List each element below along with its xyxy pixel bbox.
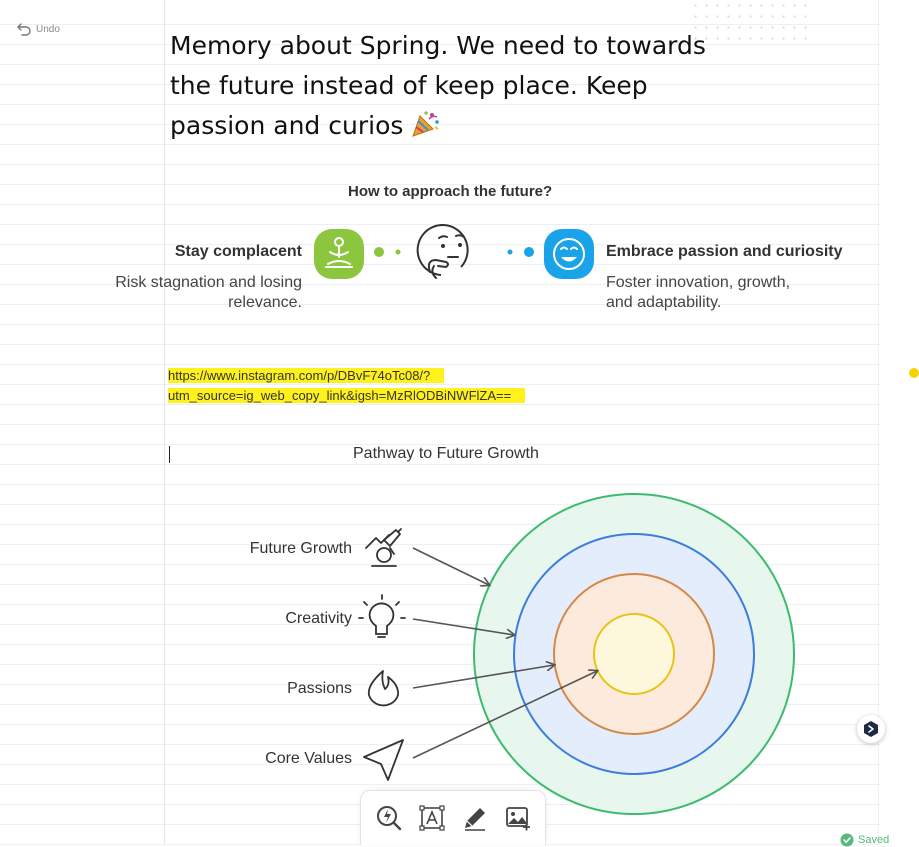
right-dot-small (507, 249, 513, 255)
right-option-heading: Embrace passion and curiosity (606, 243, 843, 260)
infographic-question: How to approach the future? (348, 183, 553, 200)
meditation-icon (314, 229, 364, 279)
margin-line (164, 0, 165, 845)
right-option-description: Foster innovation, growth, and adaptabil… (606, 274, 791, 311)
text-box-button[interactable] (416, 802, 448, 834)
infographic-icons (314, 224, 594, 279)
instagram-link[interactable]: https://www.instagram.com/p/DBvF74oTc08/… (168, 366, 526, 406)
scroll-indicator-dot[interactable] (909, 368, 919, 378)
assistant-icon (864, 721, 878, 737)
label-future-growth: Future Growth (249, 540, 352, 557)
check-circle-icon (840, 833, 854, 847)
text-cursor (169, 446, 170, 463)
happy-face-icon (544, 229, 594, 279)
undo-label: Undo (36, 23, 60, 35)
note-title[interactable]: Memory about Spring. We need to towards … (170, 26, 750, 146)
ai-search-button[interactable] (373, 802, 405, 834)
note-title-text: Memory about Spring. We need to towards … (170, 31, 706, 140)
link-line-2: utm_source=ig_web_copy_link&igsh=MzRlODB… (168, 388, 526, 403)
left-dot-large (374, 247, 384, 257)
label-creativity: Creativity (285, 610, 352, 627)
label-passions: Passions (287, 680, 352, 697)
assistant-button[interactable] (857, 715, 885, 743)
bottom-toolbar (360, 790, 546, 845)
left-dot-small (395, 249, 401, 255)
undo-button[interactable]: Undo (16, 22, 60, 36)
undo-icon (17, 23, 31, 36)
right-dot-large (524, 247, 534, 257)
left-option-heading: Stay complacent (174, 243, 302, 260)
saved-label: Saved (858, 834, 890, 846)
left-option-description: Risk stagnation and losing relevance. (115, 274, 302, 311)
lightning-search-icon (376, 806, 401, 831)
dot-grid-decoration (690, 0, 810, 40)
diagram-title: Pathway to Future Growth (353, 445, 539, 462)
pen-icon (464, 808, 485, 831)
text-box-icon (418, 805, 445, 831)
pen-button[interactable] (459, 802, 491, 834)
image-icon (505, 807, 530, 831)
party-popper-icon (412, 111, 440, 137)
insert-image-button[interactable] (502, 802, 534, 834)
save-status: Saved (840, 833, 889, 847)
label-core-values: Core Values (265, 750, 352, 767)
link-line-1: https://www.instagram.com/p/DBvF74oTc08/… (168, 368, 445, 383)
page-edge (878, 0, 879, 845)
thinking-face-icon (416, 224, 469, 279)
